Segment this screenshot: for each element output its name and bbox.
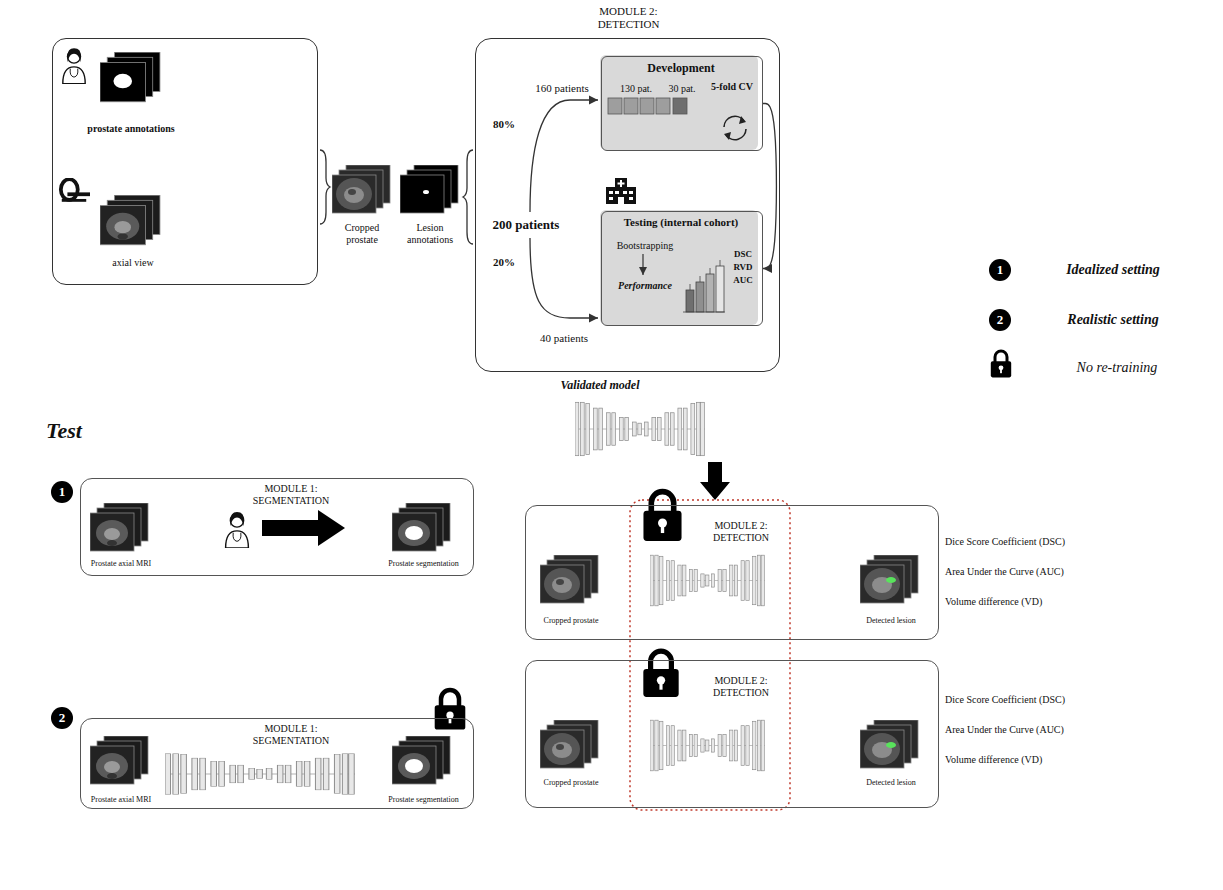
hospital-icon [606, 178, 636, 204]
fold-square [673, 98, 687, 114]
metric-name: Volume difference (VD) [945, 754, 1207, 766]
box-text: axial view [91, 257, 175, 269]
split-line [530, 100, 598, 212]
number-badge [51, 707, 73, 729]
segmentation-box: MODULE 1: SEGMENTATION Prostate axial MRI… [80, 478, 474, 576]
number-badge [51, 481, 73, 503]
box-text: 130 pat. [606, 83, 666, 95]
split-size: 40 patients [528, 332, 600, 345]
cohort-size: 200 patients [480, 217, 572, 233]
legend-text: No re-training [1022, 359, 1212, 376]
network-icon [575, 402, 705, 455]
down-arrow [700, 462, 730, 500]
detection-stack [860, 555, 918, 603]
box-text: 30 pat. [664, 83, 700, 95]
cycle-head [724, 132, 731, 140]
section-heading: Test [46, 418, 126, 444]
scanner-icon [61, 179, 90, 202]
cropped-stack [540, 555, 598, 603]
model-caption: Validated model [520, 378, 680, 392]
split-percent: 80% [488, 118, 520, 131]
box-text: Prostate axial MRI [81, 795, 161, 805]
segmentation-stack [392, 503, 450, 551]
mask-stack [100, 52, 160, 102]
lock-icon [435, 690, 466, 730]
network-icon [165, 754, 355, 794]
image-caption: Cropped prostate [330, 222, 394, 246]
fold-squares [608, 98, 670, 114]
cropped-stack [332, 165, 390, 213]
box-heading: MODULE 1: SEGMENTATION [241, 483, 341, 507]
number-badge [989, 309, 1011, 331]
connector-arrow [763, 104, 776, 269]
box-text: Performance [608, 280, 682, 292]
brace [320, 150, 330, 224]
cycle-head [739, 116, 746, 124]
box-text: Bootstrapping [608, 240, 682, 252]
box-text: Prostate axial MRI [81, 559, 161, 569]
box-heading: MODULE 2: DETECTION [581, 5, 676, 31]
development-box: Development 130 pat.30 pat. 5-fold CV [601, 56, 763, 151]
mri-stack [90, 503, 148, 551]
box-text: Prostate segmentation [376, 559, 471, 569]
box-text: Prostate segmentation [376, 795, 471, 805]
split-percent: 20% [488, 256, 520, 269]
box-heading: Development [602, 61, 760, 75]
box-heading: MODULE 2: DETECTION [696, 520, 786, 544]
metric-name: Dice Score Coefficient (DSC) [945, 536, 1207, 548]
lesion-stack [400, 165, 458, 213]
cropped-stack [540, 720, 598, 768]
highlight-frame [630, 500, 790, 810]
detection-box: MODULE 2: DETECTION Cropped prostate Detec… [525, 660, 939, 808]
cycle-icon [724, 116, 746, 139]
mri-stack [100, 195, 160, 245]
lock-icon [991, 351, 1011, 377]
network-icon [650, 720, 765, 771]
segmentation-stack [392, 736, 450, 784]
box-text: Detected lesion [846, 616, 936, 626]
testing-box: Testing (internal cohort) BootstrappingPe… [601, 211, 763, 326]
box-text: DSC RVD AUC [728, 248, 758, 287]
metric-name: Volume difference (VD) [945, 596, 1207, 608]
detection-stack [860, 720, 918, 768]
box-text: Cropped prostate [526, 778, 616, 788]
doctor-icon [63, 48, 85, 83]
network-icon [650, 555, 765, 606]
number-badge [989, 259, 1011, 281]
legend-text: Realistic setting [1018, 311, 1208, 328]
split-size: 160 patients [526, 82, 598, 95]
metric-name: Area Under the Curve (AUC) [945, 566, 1207, 578]
big-arrow [262, 510, 345, 546]
callout-number: 2 [990, 312, 1010, 328]
split-line [530, 238, 598, 318]
doctor-icon [226, 512, 249, 548]
lock-icon [643, 651, 678, 697]
callout-number: 1 [52, 484, 72, 500]
metric-name: Area Under the Curve (AUC) [945, 724, 1207, 736]
mri-stack [90, 736, 148, 784]
box-text: Cropped prostate [526, 616, 616, 626]
legend-text: Idealized setting [1018, 261, 1208, 278]
callout-number: 1 [990, 262, 1010, 278]
lock-icon [643, 492, 681, 541]
box-heading: prostate annotations [81, 123, 181, 135]
annotation-panel: prostate annotations axial view [52, 38, 318, 285]
box-heading: Testing (internal cohort) [602, 216, 760, 229]
callout-number: 2 [52, 710, 72, 726]
box-text: Detected lesion [846, 778, 936, 788]
down-arrow [642, 254, 643, 275]
metric-name: Dice Score Coefficient (DSC) [945, 694, 1207, 706]
segmentation-box: MODULE 1: SEGMENTATION Prostate axial MRI… [80, 718, 474, 809]
brace [463, 150, 473, 244]
detection-box: MODULE 2: DETECTION Cropped prostate Detec… [525, 505, 939, 640]
bar-chart [683, 260, 725, 312]
box-heading: MODULE 1: SEGMENTATION [241, 723, 341, 747]
image-caption: Lesion annotations [394, 222, 466, 246]
box-text: 5-fold CV [706, 81, 758, 93]
box-heading: MODULE 2: DETECTION [696, 675, 786, 699]
module-panel: Development 130 pat.30 pat. 5-fold CV Testi… [475, 38, 780, 372]
